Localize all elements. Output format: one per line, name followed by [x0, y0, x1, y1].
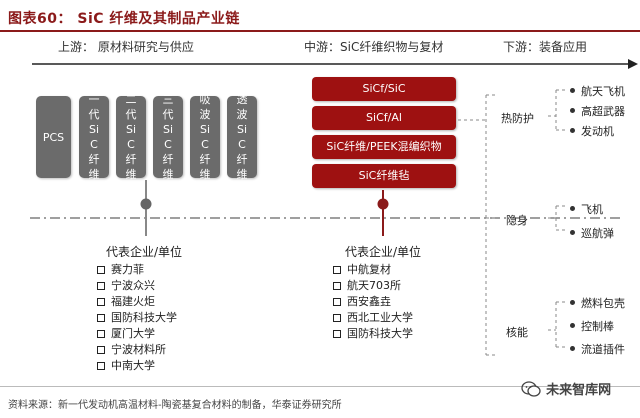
list-item: 国防科技大学 [97, 310, 177, 326]
stealth-application-list: 飞机 巡航弹 [570, 198, 614, 246]
product-sicf-al: SiCf/Al [312, 106, 456, 130]
wechat-icon [521, 381, 541, 397]
material-label: 吸波SiC纤维 [199, 93, 211, 181]
list-item: 西安鑫垚 [333, 294, 413, 310]
checkbox-icon [97, 346, 105, 354]
title-rule [0, 30, 640, 32]
checkbox-icon [97, 266, 105, 274]
upstream-company-list: 赛力菲 宁波众兴 福建火炬 国防科技大学 厦门大学 宁波材料所 中南大学 [97, 262, 177, 374]
category-thermal-protection: 热防护 [501, 112, 534, 125]
product-sic-peek-fabric: SiC纤维/PEEK混编织物 [312, 135, 456, 159]
chart-title: 图表60： SiC 纤维及其制品产业链 [8, 11, 240, 27]
checkbox-icon [333, 266, 341, 274]
bullet-icon [570, 230, 575, 235]
upstream-companies-heading: 代表企业/单位 [106, 245, 183, 259]
thermal-application-list: 航天飞机 高超武器 发动机 [570, 82, 625, 142]
material-label: PCS [42, 130, 65, 144]
list-item: 高超武器 [570, 102, 625, 122]
source-note: 资料来源：新一代发动机高温材料-陶瓷基复合材料的制备，华泰证券研究所 [8, 400, 342, 411]
material-transparent-sic: 透波SiC纤维 [227, 93, 257, 181]
list-item: 宁波材料所 [97, 342, 177, 358]
bullet-icon [570, 108, 575, 113]
category-stealth: 隐身 [506, 214, 528, 227]
list-item: 控制棒 [570, 315, 625, 338]
material-pcs: PCS [36, 96, 71, 178]
material-gen2-sic: 二代SiC纤维 [116, 93, 146, 181]
stage-downstream: 下游：装备应用 [503, 40, 588, 54]
list-item: 赛力菲 [97, 262, 177, 278]
list-item: 发动机 [570, 122, 625, 142]
list-item: 中南大学 [97, 358, 177, 374]
list-item: 中航复材 [333, 262, 413, 278]
stage-upstream: 上游： 原材料研究与供应 [58, 40, 194, 54]
material-absorbing-sic: 吸波SiC纤维 [190, 93, 220, 181]
list-item: 国防科技大学 [333, 326, 413, 342]
bullet-icon [570, 323, 575, 328]
list-item: 福建火炬 [97, 294, 177, 310]
bullet-icon [570, 300, 575, 305]
nuclear-application-list: 燃料包壳 控制棒 流道插件 [570, 292, 625, 361]
material-gen1-sic: 一代SiC纤维 [79, 93, 109, 181]
list-item: 航天703所 [333, 278, 413, 294]
watermark: 未来智库网 [521, 379, 611, 398]
checkbox-icon [97, 314, 105, 322]
product-sicf-sic: SiCf/SiC [312, 77, 456, 101]
stage-midstream: 中游：SiC纤维织物与复材 [304, 40, 444, 54]
checkbox-icon [333, 314, 341, 322]
material-label: 一代SiC纤维 [88, 93, 100, 181]
footer-rule [0, 386, 640, 387]
material-gen3-sic: 三代SiC纤维 [153, 93, 183, 181]
list-item: 宁波众兴 [97, 278, 177, 294]
list-item: 飞机 [570, 198, 614, 222]
list-item: 流道插件 [570, 338, 625, 361]
list-item: 航天飞机 [570, 82, 625, 102]
checkbox-icon [97, 282, 105, 290]
checkbox-icon [97, 330, 105, 338]
checkbox-icon [333, 282, 341, 290]
midstream-companies-heading: 代表企业/单位 [345, 245, 422, 259]
bullet-icon [570, 346, 575, 351]
checkbox-icon [333, 330, 341, 338]
checkbox-icon [97, 298, 105, 306]
watermark-text: 未来智库网 [546, 383, 612, 398]
material-label: 二代SiC纤维 [125, 93, 137, 181]
material-label: 三代SiC纤维 [162, 93, 174, 181]
list-item: 西北工业大学 [333, 310, 413, 326]
flow-arrow [32, 59, 638, 69]
material-label: 透波SiC纤维 [236, 93, 248, 181]
list-item: 燃料包壳 [570, 292, 625, 315]
bullet-icon [570, 206, 575, 211]
midstream-company-list: 中航复材 航天703所 西安鑫垚 西北工业大学 国防科技大学 [333, 262, 413, 342]
bullet-icon [570, 88, 575, 93]
checkbox-icon [97, 362, 105, 370]
category-nuclear: 核能 [506, 326, 528, 339]
product-sic-felt: SiC纤维毡 [312, 164, 456, 188]
list-item: 厦门大学 [97, 326, 177, 342]
checkbox-icon [333, 298, 341, 306]
bullet-icon [570, 128, 575, 133]
list-item: 巡航弹 [570, 222, 614, 246]
